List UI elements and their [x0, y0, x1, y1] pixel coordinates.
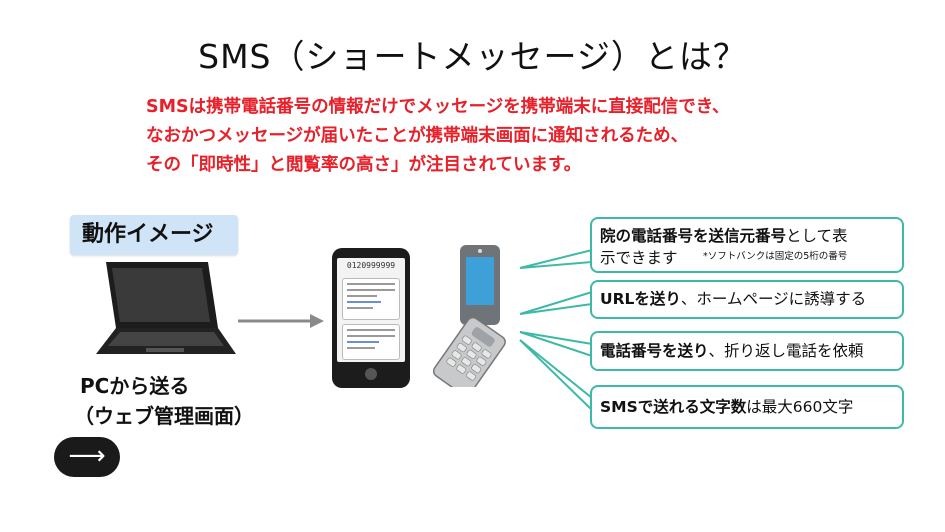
pc-send-label: PCから送る — [80, 374, 190, 398]
arrow-right-icon — [238, 314, 324, 328]
sender-phone-number: 0120999999 — [346, 261, 396, 270]
smartphone-screen: 0120999999 — [337, 258, 405, 362]
laptop-icon — [96, 262, 236, 354]
flip-phone-icon — [432, 245, 506, 387]
callout-sender-number: 院の電話番号を送信元番号として表 示できます *ソフトバンクは固定の5桁の番号 — [590, 217, 904, 273]
home-button-icon — [365, 368, 377, 380]
softbank-note: *ソフトバンクは固定の5桁の番号 — [703, 251, 848, 262]
callout-char-limit: SMSで送れる文字数は最大660文字 — [590, 385, 904, 429]
intro-line-1: SMSは携帯電話番号の情報だけでメッセージを携帯端末に直接配信でき、 — [146, 97, 730, 117]
next-arrow-button[interactable]: ⟶ — [54, 437, 120, 477]
sms-bubble — [342, 324, 400, 360]
page-title: SMS（ショートメッセージ）とは？ — [198, 37, 747, 76]
intro-line-3: その「即時性」と閲覧率の高さ」が注目されています。 — [146, 155, 582, 175]
intro-line-2: なおかつメッセージが届いたことが携帯端末画面に通知されるため、 — [146, 126, 689, 146]
sms-bubble — [342, 278, 400, 320]
callout-phone-number: 電話番号を送り、折り返し電話を依頼 — [590, 331, 904, 371]
action-image-label: 動作イメージ — [70, 215, 238, 255]
callout-url: URLを送り、ホームページに誘導する — [590, 280, 904, 319]
pc-web-admin-label: （ウェブ管理画面） — [74, 404, 254, 428]
intro-text: SMSは携帯電話番号の情報だけでメッセージを携帯端末に直接配信でき、 なおかつメ… — [146, 93, 730, 180]
smartphone-icon: 0120999999 — [332, 248, 410, 388]
